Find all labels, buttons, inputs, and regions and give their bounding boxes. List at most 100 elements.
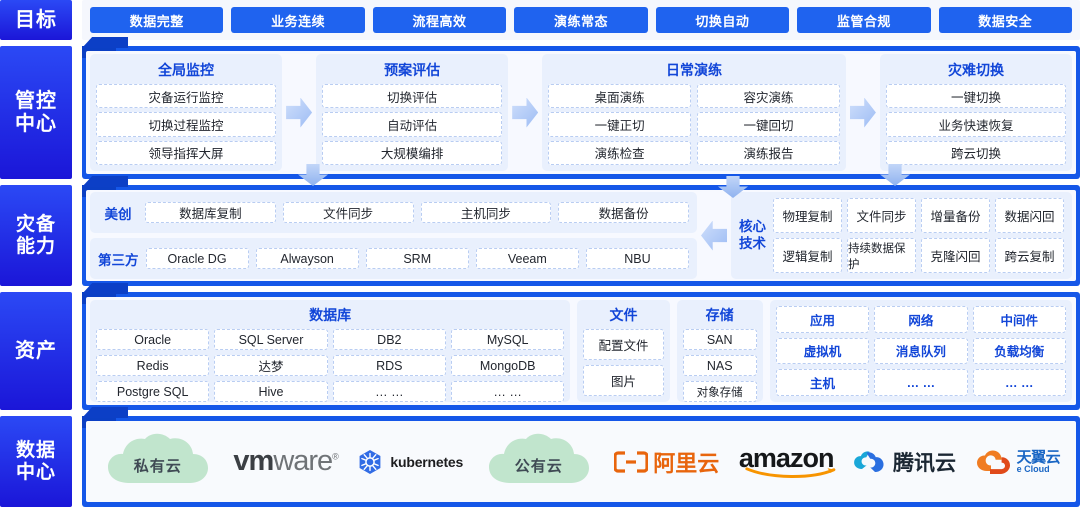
asset-item[interactable]: Oracle: [96, 329, 210, 350]
dr-core-tech-grid: 物理复制 文件同步 增量备份 数据闪回 逻辑复制 持续数据保护 克隆闪回 跨云复…: [773, 198, 1064, 273]
asset-item[interactable]: 消息队列: [874, 337, 968, 365]
logo-kubernetes[interactable]: kubernetes: [357, 423, 463, 500]
ribbon-notch-icon: [82, 176, 128, 187]
dr-core-item[interactable]: 逻辑复制: [773, 238, 842, 273]
dr-item[interactable]: 数据备份: [558, 202, 689, 223]
logo-tencent-cloud[interactable]: 腾讯云: [853, 423, 956, 500]
dr-core-item[interactable]: 增量备份: [921, 198, 990, 233]
mgmt-item[interactable]: 切换过程监控: [96, 112, 277, 137]
asset-item[interactable]: 图片: [583, 365, 664, 396]
logo-amazon[interactable]: amazon: [739, 423, 836, 500]
mgmt-item[interactable]: 切换评估: [322, 84, 503, 109]
asset-item[interactable]: 应用: [775, 306, 870, 333]
asset-item[interactable]: SAN: [682, 329, 757, 350]
dr-item[interactable]: 主机同步: [420, 202, 552, 223]
cloud-icon: 公有云: [483, 431, 595, 493]
goal-chip-business-continuity[interactable]: 业务连续: [231, 7, 365, 33]
asset-item[interactable]: DB2: [332, 329, 446, 350]
mgmt-card-columns: 桌面演练 一键正切 演练检查 容灾演练 一键回切 演练报告: [548, 84, 840, 165]
dr-item[interactable]: SRM: [365, 248, 469, 269]
mgmt-item[interactable]: 容灾演练: [697, 84, 840, 109]
mgmt-item[interactable]: 一键正切: [548, 112, 692, 137]
mgmt-item[interactable]: 领导指挥大屏: [96, 140, 277, 165]
mgmt-item[interactable]: 灾备运行监控: [96, 84, 277, 109]
goal-row: 目标 数据完整 业务连续 流程高效 演练常态 切换自动 监管合规 数据安全: [0, 0, 1080, 40]
asset-item[interactable]: 网络: [874, 306, 968, 333]
asset-item[interactable]: … …: [874, 369, 968, 396]
goal-chip-auto-switchover[interactable]: 切换自动: [655, 7, 790, 33]
mgmt-item[interactable]: 演练检查: [548, 140, 692, 165]
management-center-body: 全局监控 灾备运行监控 切换过程监控 领导指挥大屏 预案评估: [82, 37, 1080, 179]
logo-vmware[interactable]: vmware®: [233, 423, 338, 500]
mgmt-item[interactable]: 演练报告: [697, 140, 840, 165]
logo-private-cloud[interactable]: 私有云: [102, 423, 214, 500]
dr-item[interactable]: NBU: [585, 248, 689, 269]
mgmt-card-column: 一键切换 业务快速恢复 跨云切换: [885, 84, 1067, 165]
mgmt-card-plan-assessment[interactable]: 预案评估 切换评估 自动评估 大规模编排: [316, 54, 509, 171]
row-label-management-center-text: 管控 中心: [15, 89, 57, 135]
flow-arrow-2-container: [508, 54, 542, 171]
mgmt-item[interactable]: 一键回切: [697, 112, 840, 137]
logo-tianyi-cloud[interactable]: 天翼云 e Cloud: [976, 423, 1061, 500]
goal-chip-process-efficiency[interactable]: 流程高效: [372, 7, 507, 33]
goal-chip-regulatory-compliance[interactable]: 监管合规: [797, 7, 931, 33]
asset-item[interactable]: 主机: [775, 369, 870, 396]
dr-item[interactable]: 数据库复制: [145, 202, 276, 223]
dr-core-item[interactable]: 克隆闪回: [921, 238, 990, 273]
dr-core-item[interactable]: 物理复制: [773, 198, 842, 233]
asset-item[interactable]: SQL Server: [214, 329, 328, 350]
asset-item[interactable]: 负载均衡: [972, 337, 1066, 365]
asset-item[interactable]: … …: [451, 381, 565, 402]
goal-chip-data-integrity[interactable]: 数据完整: [90, 7, 224, 33]
mgmt-card-daily-drill[interactable]: 日常演练 桌面演练 一键正切 演练检查 容灾演练 一键回切 演练报告: [542, 54, 846, 171]
goal-chip-data-security[interactable]: 数据安全: [938, 7, 1072, 33]
cloud-icon: 私有云: [102, 431, 214, 493]
dr-row-label: 美创: [104, 206, 132, 222]
dr-item[interactable]: Oracle DG: [145, 248, 249, 269]
mgmt-item[interactable]: 大规模编排: [322, 140, 503, 165]
mgmt-item[interactable]: 一键切换: [885, 84, 1067, 109]
ribbon-notch-icon: [82, 37, 128, 48]
asset-item[interactable]: … …: [972, 369, 1066, 396]
mgmt-item[interactable]: 自动评估: [322, 112, 503, 137]
asset-item[interactable]: 虚拟机: [775, 337, 870, 365]
dr-item[interactable]: Alwayson: [255, 248, 359, 269]
aliyun-lockup: 阿里云: [614, 446, 719, 478]
goal-body: 数据完整 业务连续 流程高效 演练常态 切换自动 监管合规 数据安全: [82, 0, 1080, 40]
asset-item[interactable]: Redis: [96, 355, 210, 376]
mgmt-item[interactable]: 跨云切换: [885, 140, 1067, 165]
asset-row: 资产 数据库 Oracle SQL Server DB2 MySQL Redis…: [0, 283, 1080, 410]
asset-item[interactable]: Postgre SQL: [96, 381, 210, 402]
mgmt-card-disaster-switchover[interactable]: 灾难切换 一键切换 业务快速恢复 跨云切换: [879, 54, 1073, 171]
mgmt-card-title: 预案评估: [384, 62, 441, 78]
asset-item[interactable]: … …: [332, 381, 446, 402]
asset-item[interactable]: 配置文件: [583, 329, 664, 360]
dr-item[interactable]: Veeam: [475, 248, 579, 269]
dr-core-item[interactable]: 跨云复制: [995, 238, 1064, 273]
asset-item[interactable]: MongoDB: [451, 355, 565, 376]
asset-item[interactable]: 对象存储: [682, 381, 757, 402]
kubernetes-wordmark: kubernetes: [390, 453, 464, 470]
tianyi-lockup: 天翼云 e Cloud: [976, 449, 1061, 475]
cloud-shape-icon: [107, 433, 208, 483]
mgmt-item[interactable]: 业务快速恢复: [885, 112, 1067, 137]
mgmt-card-columns: 一键切换 业务快速恢复 跨云切换: [885, 84, 1067, 165]
asset-item[interactable]: MySQL: [451, 329, 565, 350]
asset-item[interactable]: RDS: [332, 355, 446, 376]
dr-core-item[interactable]: 数据闪回: [995, 198, 1064, 233]
logo-aliyun[interactable]: 阿里云: [614, 423, 719, 500]
asset-item[interactable]: Hive: [214, 381, 328, 402]
data-center-row: 数据 中心 私有云 vmware®: [0, 407, 1080, 507]
asset-item[interactable]: 达梦: [214, 355, 328, 376]
dr-item[interactable]: 文件同步: [282, 202, 414, 223]
dr-core-item[interactable]: 持续数据保护: [847, 238, 916, 273]
mgmt-item[interactable]: 桌面演练: [548, 84, 692, 109]
logo-public-cloud[interactable]: 公有云: [483, 423, 595, 500]
goal-chip-drill-normalization[interactable]: 演练常态: [514, 7, 648, 33]
asset-storage-grid: SAN NAS 对象存储: [682, 329, 757, 402]
dr-core-item[interactable]: 文件同步: [847, 198, 916, 233]
mgmt-card-global-monitoring[interactable]: 全局监控 灾备运行监控 切换过程监控 领导指挥大屏: [90, 54, 283, 171]
asset-item[interactable]: 中间件: [972, 306, 1066, 333]
asset-item[interactable]: NAS: [682, 355, 757, 376]
